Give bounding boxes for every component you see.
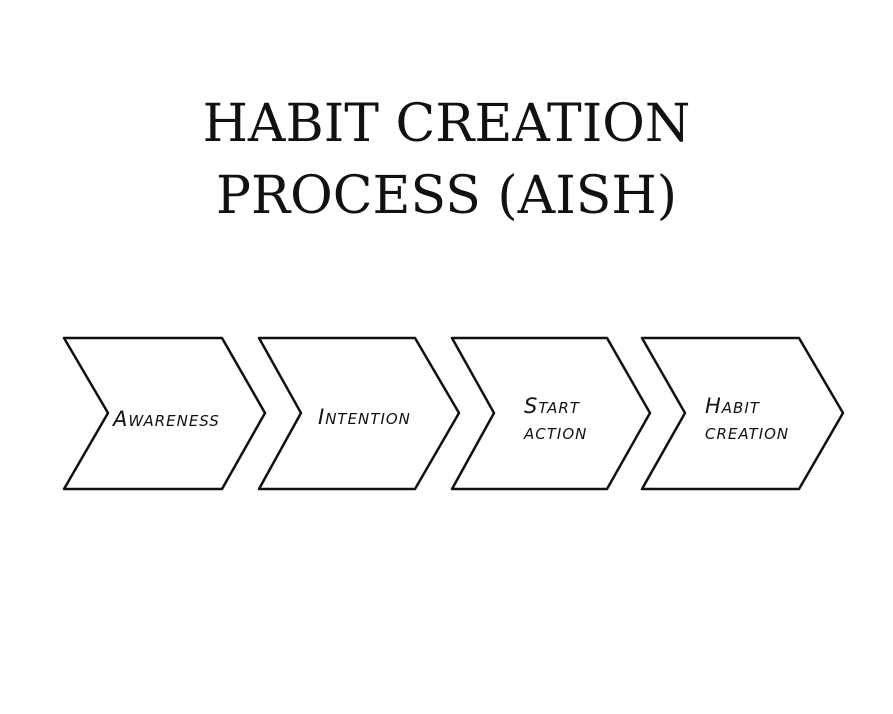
step-1-text: Awareness [113, 407, 220, 431]
step-2-text: Intention [318, 405, 411, 429]
step-3-text-line-1: Start [524, 394, 580, 418]
step-label-awareness: Awareness [113, 406, 220, 432]
step-4-text-line-1: Habit [705, 394, 760, 418]
step-3-text-line-2: action [524, 420, 588, 444]
step-4-text-line-2: creation [705, 420, 790, 444]
chevron-step-1 [62, 336, 267, 491]
chevron-step-2 [257, 336, 461, 491]
chevron-step-4 [640, 336, 845, 491]
title-line-1: HABIT CREATION [202, 94, 691, 154]
chevron-step-3 [450, 336, 652, 491]
step-label-intention: Intention [318, 404, 411, 430]
title-line-2: PROCESS (AISH) [215, 166, 678, 226]
